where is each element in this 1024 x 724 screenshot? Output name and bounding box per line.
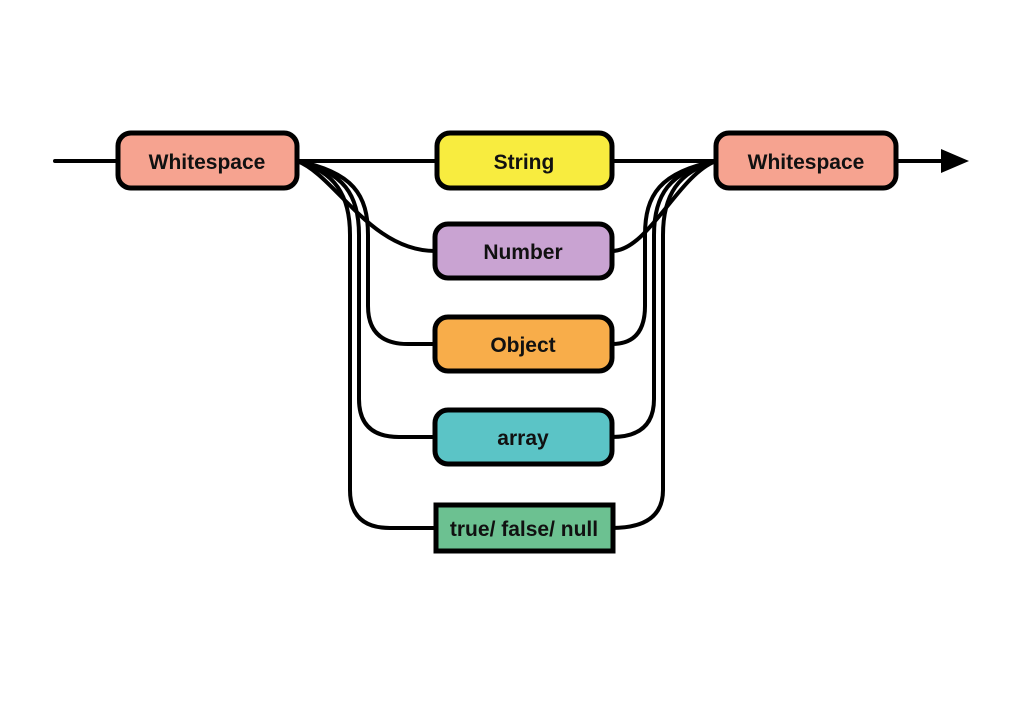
edge-to-array xyxy=(295,159,437,439)
node-string: String xyxy=(434,130,615,191)
node-whitespace-left-label: Whitespace xyxy=(149,151,266,174)
node-object-label: Object xyxy=(490,334,555,357)
node-object-box xyxy=(432,314,615,374)
node-array-label: array xyxy=(497,427,549,450)
node-whitespace-right: Whitespace xyxy=(713,130,899,191)
node-object: Object xyxy=(432,314,615,374)
node-whitespace-left-box xyxy=(115,130,300,191)
node-whitespace-right-label: Whitespace xyxy=(748,151,865,174)
node-string-box xyxy=(434,130,615,191)
edge-to-true-false-null xyxy=(295,159,439,530)
node-number-label: Number xyxy=(483,241,562,264)
node-number: Number xyxy=(432,221,615,281)
edge-to-object xyxy=(295,159,437,346)
edge-from-array xyxy=(610,159,718,439)
arrowhead-icon xyxy=(941,149,969,173)
node-array-box xyxy=(432,407,615,467)
node-whitespace-right-box xyxy=(713,130,899,191)
node-array: array xyxy=(432,407,615,467)
node-true-false-null: true/ false/ null xyxy=(433,502,616,554)
node-true-false-null-box xyxy=(433,502,616,554)
node-number-box xyxy=(432,221,615,281)
edge-from-object xyxy=(610,159,718,346)
node-true-false-null-label: true/ false/ null xyxy=(450,518,598,541)
node-whitespace-left: Whitespace xyxy=(115,130,300,191)
node-string-label: String xyxy=(494,151,555,174)
edge-from-true-false-null xyxy=(610,159,718,530)
